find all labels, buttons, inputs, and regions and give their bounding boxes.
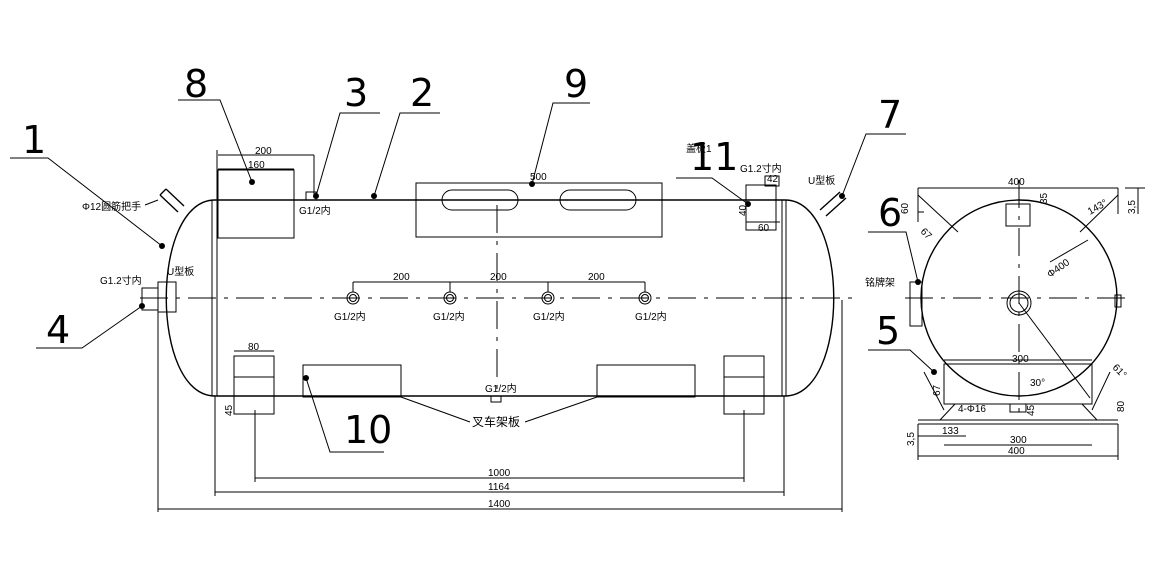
dim-200-top: 200 <box>255 146 272 157</box>
forklift-plate-left <box>302 364 402 398</box>
sv-80: 80 <box>1116 400 1127 412</box>
sv-400-bot: 400 <box>1008 446 1025 457</box>
dim-42: 42 <box>767 174 779 185</box>
part-4: 4 <box>46 308 70 352</box>
g-half-bottom-nozzle <box>490 395 502 403</box>
part-10: 10 <box>344 408 392 452</box>
sv-3-5-right: 3,5 <box>1127 200 1138 214</box>
g-half-bottom-label: G1/2内 <box>485 382 517 395</box>
sv-67-bot: 67 <box>932 384 943 396</box>
sv-45: 45 <box>1026 404 1037 416</box>
sv-35: 35 <box>1039 192 1050 204</box>
dim-200-c: 200 <box>588 272 605 283</box>
dim-45-left: 45 <box>224 404 235 416</box>
side-nozzle-inner <box>1009 293 1029 313</box>
part-3: 3 <box>344 71 368 115</box>
nozzle-4-label: G1/2内 <box>635 310 667 323</box>
part-7: 7 <box>878 93 902 137</box>
dim-1000: 1000 <box>488 468 511 479</box>
slot-left <box>441 189 519 211</box>
dim-1400: 1400 <box>488 499 511 510</box>
left-g12-label: G1.2寸内 <box>100 274 142 287</box>
dim-1164: 1164 <box>488 482 510 493</box>
front-view: 200 160 G1/2内 500 盖板1 G1.2寸内 42 U型板 40 6… <box>10 62 906 512</box>
diameter-leader <box>1049 239 1089 263</box>
part-8: 8 <box>184 62 208 106</box>
left-u-plate <box>157 281 177 313</box>
sv-3-5-left: 3,5 <box>906 432 917 446</box>
forklift-label: 叉车架板 <box>472 414 520 429</box>
left-u-plate-label: U型板 <box>167 265 194 278</box>
dim-200-b: 200 <box>490 272 507 283</box>
dim-500: 500 <box>530 172 547 183</box>
dim-200-a: 200 <box>393 272 410 283</box>
side-top-nozzle <box>1005 203 1031 227</box>
diameter-label: Φ400 <box>1045 257 1072 280</box>
dim-60-right: 60 <box>758 223 770 234</box>
sv-133: 133 <box>942 426 959 437</box>
cover-label: 盖板1 <box>686 142 712 155</box>
right-u-plate-label: U型板 <box>808 174 835 187</box>
angle-30: 30° <box>1030 378 1045 389</box>
part-1: 1 <box>22 118 46 162</box>
nameplate-box <box>217 169 295 239</box>
sv-60: 60 <box>900 202 911 214</box>
side-view: Φ400 30° 400 35 3,5 60 67 143° 铭牌架 300 <box>865 177 1145 460</box>
side-nozzle-outer <box>1006 290 1032 316</box>
left-saddle <box>233 355 275 415</box>
slot-right <box>559 189 637 211</box>
nozzle-1-label: G1/2内 <box>334 310 366 323</box>
right-saddle <box>723 355 765 415</box>
bolts-label: 4-Φ16 <box>958 404 986 415</box>
angle-61: 61° <box>1110 362 1128 380</box>
part-2: 2 <box>410 71 434 115</box>
part-11: 11 <box>690 135 738 179</box>
right-g12-box <box>745 184 777 231</box>
nameplate-rack-label: 铭牌架 <box>865 276 895 289</box>
sv-300-bot: 300 <box>1010 435 1027 446</box>
handle-right <box>819 191 847 217</box>
nozzle-2-label: G1/2内 <box>433 310 465 323</box>
side-saddle <box>943 363 1093 405</box>
part-6: 6 <box>878 191 902 235</box>
nozzle-3-label: G1/2内 <box>533 310 565 323</box>
radius-30-line <box>1018 302 1091 399</box>
dim-160: 160 <box>248 160 265 171</box>
sv-67-top: 67 <box>918 226 934 242</box>
part-5: 5 <box>876 309 900 353</box>
right-g12-label: G1.2寸内 <box>740 162 782 175</box>
part-9: 9 <box>564 62 588 106</box>
sv-400-top: 400 <box>1008 177 1025 188</box>
g-half-top-label: G1/2内 <box>299 204 331 217</box>
forklift-plate-right <box>596 364 696 398</box>
nameplate-rack <box>909 281 923 327</box>
handle-left <box>159 188 185 213</box>
sv-300-mid: 300 <box>1012 354 1029 365</box>
dim-40: 40 <box>738 204 749 216</box>
dim-80-left: 80 <box>248 342 260 353</box>
part-leaders: 1 2 3 4 8 9 10 11 7 <box>10 62 906 453</box>
